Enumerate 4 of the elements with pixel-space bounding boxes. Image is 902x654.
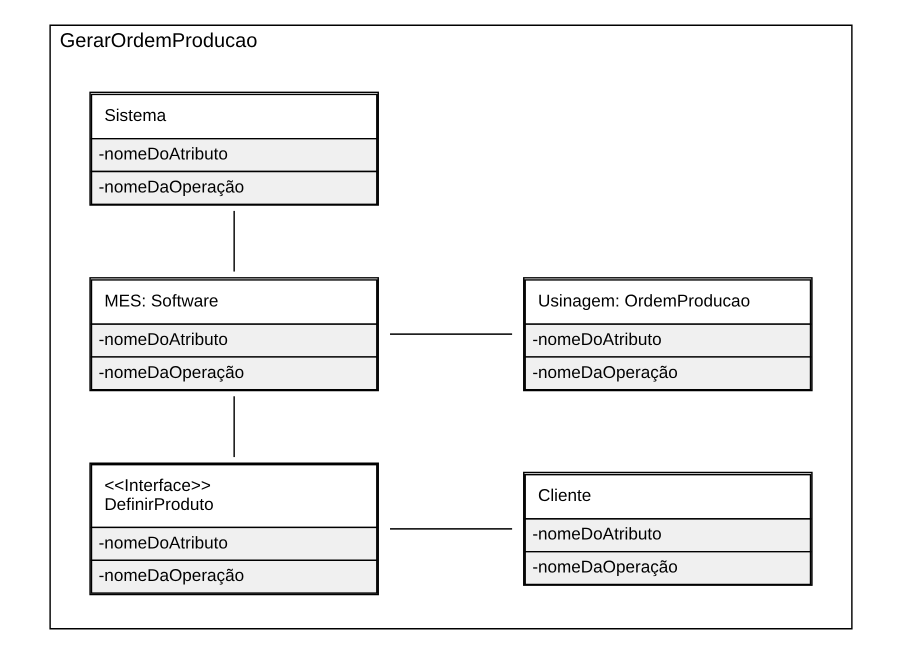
connector [233, 396, 235, 458]
connector [233, 210, 235, 272]
connector [390, 333, 512, 335]
connector [390, 528, 512, 530]
